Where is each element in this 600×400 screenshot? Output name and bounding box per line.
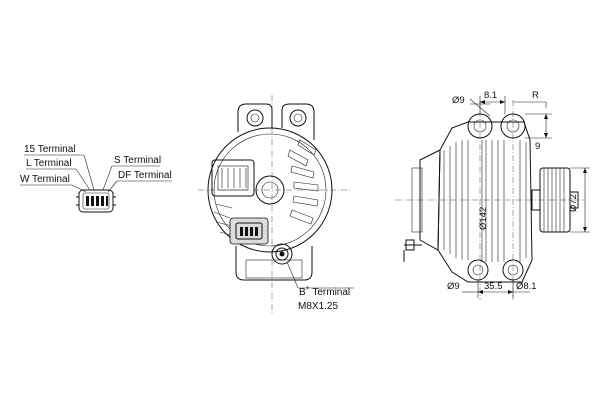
- b-plus-terminal-label: B+ Terminal: [299, 285, 350, 298]
- connector-callout: 15 Terminal L Terminal W Terminal S Term…: [20, 144, 172, 213]
- dim-hole-bottom-left: Ø9: [447, 281, 460, 292]
- dim-pulley-dia: Ø72: [568, 194, 579, 212]
- label-df-terminal: DF Terminal: [118, 170, 172, 181]
- label-s-terminal: S Terminal: [114, 155, 161, 166]
- side-view-cooling-fins: [443, 140, 527, 262]
- dim-radius: R: [532, 90, 539, 101]
- alternator-front-view: B+ Terminal M8X1.25: [198, 95, 354, 315]
- dim-body-dia: Ø142: [478, 207, 489, 230]
- front-view-cooling-slots: [287, 139, 319, 225]
- alternator-side-view: Ø9 8.1 R 9 Ø142 Ø72: [395, 90, 590, 300]
- label-w-terminal: W Terminal: [20, 174, 70, 185]
- connector-leader-lines: [20, 154, 172, 193]
- connector-plug: [76, 189, 116, 213]
- label-l-terminal: L Terminal: [26, 158, 72, 169]
- dim-offset-top: 8.1: [484, 90, 497, 101]
- dim-vertical-9: 9: [535, 141, 540, 152]
- label-15-terminal: 15 Terminal: [24, 144, 76, 155]
- pulley-grooves: [543, 168, 565, 232]
- b-terminal-thread-label: M8X1.25: [298, 301, 338, 312]
- dim-hole-bottom-right: Ø8.1: [516, 281, 537, 292]
- dim-spacing-bottom: 35.5: [484, 281, 503, 292]
- dim-hole-top-dia: Ø9: [452, 95, 465, 106]
